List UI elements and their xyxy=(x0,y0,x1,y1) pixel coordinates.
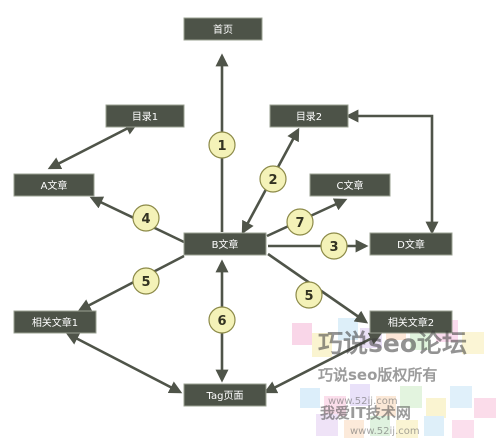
node-a-label: A文章 xyxy=(41,179,68,192)
badge-3-label: 3 xyxy=(329,240,338,255)
node-c-label: C文章 xyxy=(337,179,364,192)
badge-6-label: 6 xyxy=(217,314,226,329)
node-d: D文章 xyxy=(369,232,453,256)
watermark-url2: www.52ij.com xyxy=(350,426,420,437)
badge-2-label: 2 xyxy=(268,173,277,188)
node-home: 首页 xyxy=(183,17,263,41)
badge-4: 4 xyxy=(132,204,160,232)
badge-7-label: 7 xyxy=(295,216,304,231)
node-d-label: D文章 xyxy=(397,238,425,251)
node-tag: Tag页面 xyxy=(183,383,267,407)
badge-4-label: 4 xyxy=(141,212,150,227)
badge-1-label: 1 xyxy=(217,139,226,154)
node-dir1-label: 目录1 xyxy=(132,111,158,123)
watermark-line3: 我爱IT技术网 xyxy=(320,404,411,422)
node-related1: 相关文章1 xyxy=(13,310,97,334)
badge-3: 3 xyxy=(320,232,348,260)
watermark-line2: 巧说seo版权所有 xyxy=(318,366,437,384)
node-dir2-label: 目录2 xyxy=(296,111,322,123)
badge-5-right: 5 xyxy=(295,281,323,309)
badge-6: 6 xyxy=(208,306,236,334)
edge-tag-related2 xyxy=(263,332,383,394)
node-a: A文章 xyxy=(13,173,95,197)
node-related1-label: 相关文章1 xyxy=(32,316,78,329)
node-related2-label: 相关文章2 xyxy=(388,316,434,329)
node-b-label: B文章 xyxy=(212,238,239,251)
node-home-label: 首页 xyxy=(213,23,233,36)
node-dir1: 目录1 xyxy=(105,104,185,128)
watermark-line1: 巧说seo论坛 xyxy=(318,329,467,358)
node-related2: 相关文章2 xyxy=(369,310,453,334)
watermark-url1: www.52ij.com xyxy=(328,396,398,407)
badge-2: 2 xyxy=(259,165,287,193)
badge-5-right-label: 5 xyxy=(304,289,313,304)
edge-dir2-d xyxy=(345,109,439,235)
node-b: B文章 xyxy=(183,232,267,256)
watermark: 巧说seo论坛 巧说seo版权所有 www.52ij.com 我爱IT技术网 w… xyxy=(318,329,467,437)
badge-5-left-label: 5 xyxy=(141,275,150,290)
edge-dir1-a xyxy=(47,122,139,170)
node-tag-label: Tag页面 xyxy=(206,390,244,402)
badge-7: 7 xyxy=(286,208,314,236)
badge-1: 1 xyxy=(208,131,236,159)
edge-related1-tag xyxy=(65,332,183,394)
node-dir2: 目录2 xyxy=(269,104,349,128)
edge-b-related1 xyxy=(77,254,185,312)
node-c: C文章 xyxy=(309,173,391,197)
badge-5-left: 5 xyxy=(132,267,160,295)
